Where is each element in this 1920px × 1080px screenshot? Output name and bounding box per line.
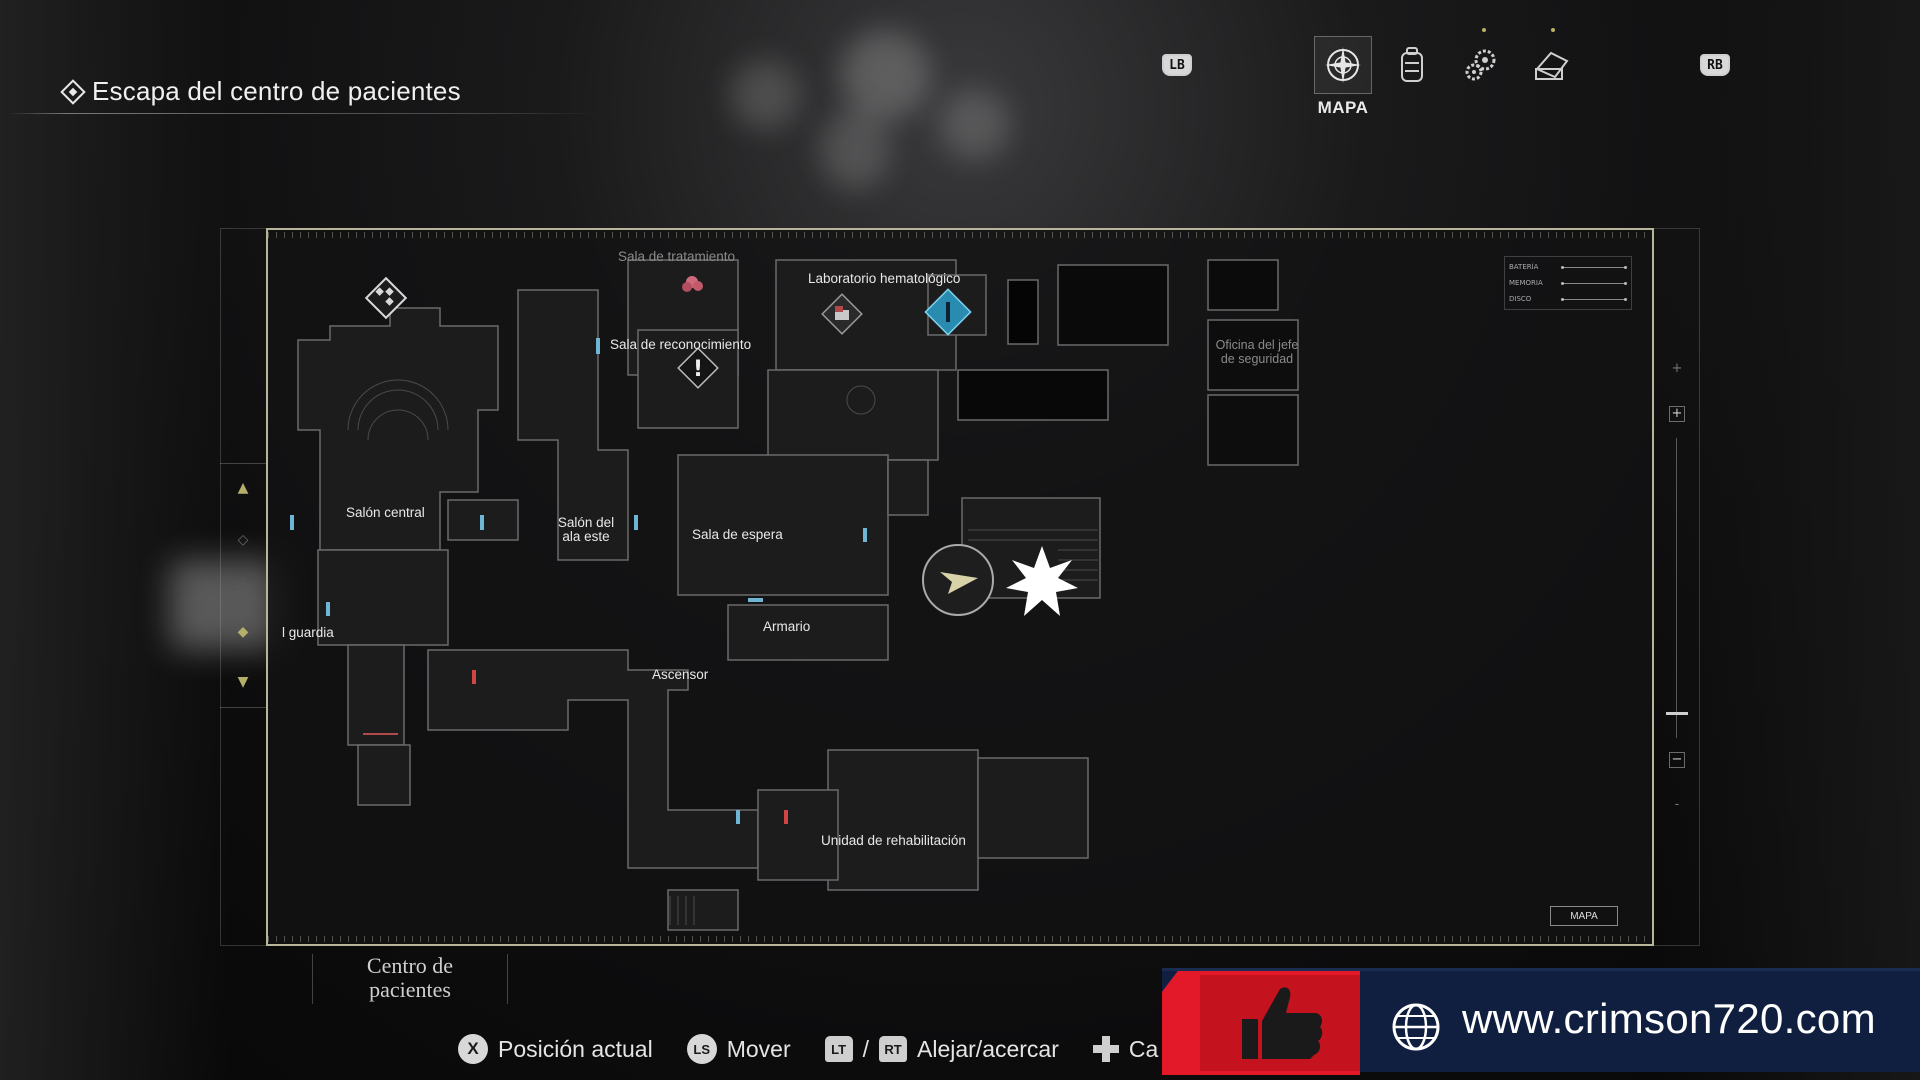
x-button-icon[interactable]: X bbox=[458, 1034, 488, 1064]
area-name: Centro de pacientes bbox=[312, 954, 508, 1004]
rb-bumper-icon[interactable]: RB bbox=[1700, 54, 1730, 76]
controls-hint-bar: X Posición actual LS Mover LT / RT Aleja… bbox=[458, 1034, 1158, 1064]
zoom-track[interactable] bbox=[1676, 438, 1677, 738]
map-floorplan: ! bbox=[290, 259, 1299, 931]
dpad-icon[interactable] bbox=[1092, 1036, 1119, 1062]
objective-diamond-icon bbox=[60, 78, 86, 105]
gears-icon bbox=[1465, 49, 1496, 81]
floor-down-arrow-icon[interactable]: ▼ bbox=[237, 674, 249, 690]
room-label-sala-reconocimiento: Sala de reconocimiento bbox=[610, 337, 752, 352]
zoom-out-button[interactable]: − bbox=[1669, 752, 1685, 768]
floor-diamond-icon[interactable]: ◇ bbox=[237, 532, 249, 548]
lt-trigger-icon[interactable]: LT bbox=[824, 1036, 853, 1062]
control-separator-slash: / bbox=[862, 1035, 869, 1062]
room-label-laboratorio: Laboratorio hematológico bbox=[808, 271, 961, 286]
tab-inventory[interactable] bbox=[1383, 36, 1441, 94]
tab-map-label: MAPA bbox=[1317, 98, 1369, 117]
status-memory-label: MEMORIA bbox=[1509, 279, 1543, 287]
room-label-oficina-jefe: Oficina del jefe de seguridad bbox=[1215, 338, 1299, 366]
map-canvas[interactable]: ! Sala de tratamiento Laboratorio hemato… bbox=[266, 228, 1654, 946]
room-label-salon-este: Salón del ala este bbox=[557, 515, 615, 544]
map-tag: MAPA bbox=[1550, 906, 1618, 926]
menu-tabbar: LB MAPA RB bbox=[1150, 28, 1750, 126]
objective-underline bbox=[8, 113, 598, 114]
globe-icon bbox=[1392, 1003, 1440, 1051]
room-label-armario: Armario bbox=[763, 619, 811, 634]
player-position-icon bbox=[922, 544, 994, 616]
backpack-icon bbox=[1401, 47, 1423, 82]
control-label-zoom: Alejar/acercar bbox=[917, 1035, 1059, 1062]
floor-up-arrow-icon[interactable]: ▲ bbox=[237, 480, 249, 496]
control-label-truncated: Ca bbox=[1128, 1035, 1159, 1062]
typewriter-save-icon bbox=[364, 276, 408, 320]
watermark-url: www.crimson720.com bbox=[1462, 995, 1876, 1042]
svg-text:!: ! bbox=[693, 357, 703, 382]
compass-icon bbox=[1325, 47, 1361, 83]
floor-current-diamond-icon[interactable]: ◆ bbox=[237, 624, 249, 640]
tab-files[interactable] bbox=[1522, 36, 1580, 94]
room-label-unidad-rehab: Unidad de rehabilitación bbox=[821, 833, 966, 848]
area-name-line2: pacientes bbox=[369, 977, 451, 1002]
files-icon bbox=[1535, 51, 1569, 80]
tab-parts-notification-dot bbox=[1482, 28, 1486, 32]
room-label-guardia: l guardia bbox=[282, 625, 334, 640]
ls-stick-icon[interactable]: LS bbox=[686, 1034, 717, 1064]
rt-trigger-icon[interactable]: RT bbox=[879, 1036, 907, 1062]
floor-selector: ▲ ◇ ◇ ◆ ▼ bbox=[220, 463, 266, 708]
objective: Escapa del centro de pacientes bbox=[60, 76, 461, 107]
floor-diamond-icon[interactable]: ◇ bbox=[237, 579, 249, 595]
objective-text: Escapa del centro de pacientes bbox=[92, 76, 461, 106]
status-battery-label: BATERÍA bbox=[1509, 263, 1539, 271]
room-label-sala-tratamiento: Sala de tratamiento bbox=[618, 249, 736, 264]
zoom-plus-small-icon: + bbox=[1671, 361, 1683, 376]
zoom-control: + + − - bbox=[1654, 348, 1700, 834]
control-label-move: Mover bbox=[726, 1035, 791, 1062]
zoom-slider-thumb[interactable] bbox=[1666, 712, 1688, 715]
thumbs-up-icon bbox=[1242, 987, 1323, 1059]
room-label-salon-central: Salón central bbox=[346, 505, 425, 520]
tab-parts[interactable] bbox=[1452, 36, 1510, 94]
control-label-current-position: Posición actual bbox=[498, 1035, 653, 1062]
zoom-minus-small-icon: - bbox=[1674, 797, 1680, 812]
tab-map[interactable] bbox=[1314, 36, 1372, 94]
device-status-panel: BATERÍA MEMORIA DISCO bbox=[1504, 256, 1632, 310]
status-disk-label: DISCO bbox=[1509, 295, 1532, 303]
room-label-sala-espera: Sala de espera bbox=[692, 527, 783, 542]
lb-bumper-icon[interactable]: LB bbox=[1162, 54, 1192, 76]
watermark-banner: www.crimson720.com bbox=[1162, 968, 1920, 1075]
room-label-ascensor: Ascensor bbox=[652, 667, 709, 682]
area-name-line1: Centro de bbox=[366, 953, 454, 978]
tab-files-notification-dot bbox=[1551, 28, 1555, 32]
zoom-in-button[interactable]: + bbox=[1669, 406, 1685, 422]
